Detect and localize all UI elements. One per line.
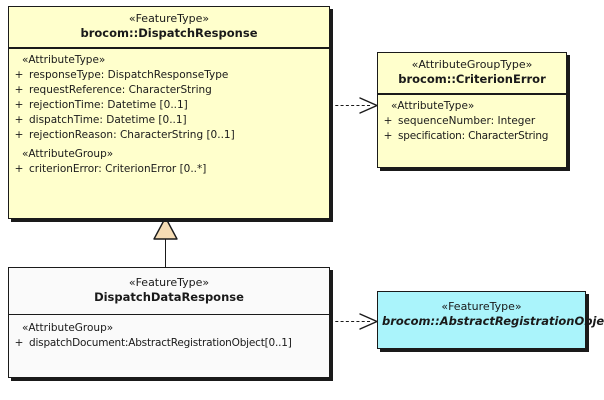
attribute-row-rejectionReason[interactable]: + rejectionReason: CharacterString [0..1… [9,128,329,143]
attribute-label: criterionError: CriterionError [0..*] [29,163,207,175]
attribute-label: requestReference: CharacterString [29,84,212,96]
compartment-group-label: «AttributeGroup» [22,322,114,334]
attribute-label: rejectionReason: CharacterString [0..1] [29,129,235,141]
visibility-marker: + [14,84,24,96]
visibility-marker: + [14,114,24,126]
class-stereotype: «FeatureType» [128,276,210,289]
visibility-marker: + [14,337,24,349]
attribute-row-rejectionTime[interactable]: + rejectionTime: Datetime [0..1] [9,98,329,113]
class-stereotype: «AttributeGroupType» [411,58,533,71]
attribute-row-dispatchTime[interactable]: + dispatchTime: Datetime [0..1] [9,113,329,128]
class-name: DispatchDataResponse [94,290,244,304]
class-name: brocom::AbstractRegistrationObject [382,314,604,328]
visibility-marker: + [383,115,393,127]
attribute-label: rejectionTime: Datetime [0..1] [29,99,188,111]
attribute-row-responseType[interactable]: + responseType: DispatchResponseType [9,68,329,83]
attribute-label: sequenceNumber: Integer [398,115,536,127]
generalization-line-dispatchdataresponse [165,238,166,268]
attribute-row-sequenceNumber[interactable]: + sequenceNumber: Integer [378,114,566,129]
class-box-dispatch-data-response[interactable]: «FeatureType» DispatchDataResponse «Attr… [8,267,330,378]
attribute-label: specification: CharacterString [398,130,549,142]
visibility-marker: + [14,163,24,175]
class-box-criterion-error[interactable]: «AttributeGroupType» brocom::CriterionEr… [377,52,567,168]
class-body-dispatch-response: «AttributeType» + responseType: Dispatch… [9,49,329,182]
dependency-line-dispatchresponse-criterionerror [330,105,370,106]
class-name: brocom::CriterionError [398,72,546,86]
attribute-label: dispatchDocument:AbstractRegistrationObj… [29,337,292,349]
compartment-group-label: «AttributeType» [22,54,106,66]
class-name: brocom::DispatchResponse [80,26,258,40]
class-header-abstract-registration-object: «FeatureType» brocom::AbstractRegistrati… [378,292,604,329]
visibility-marker: + [14,129,24,141]
compartment-group-label: «AttributeGroup» [22,148,114,160]
class-stereotype: «FeatureType» [128,12,210,25]
attribute-label: responseType: DispatchResponseType [29,69,229,81]
class-stereotype: «FeatureType» [441,300,522,313]
visibility-marker: + [383,130,393,142]
class-header-criterion-error: «AttributeGroupType» brocom::CriterionEr… [378,53,566,95]
attribute-label: dispatchTime: Datetime [0..1] [29,114,187,126]
class-box-abstract-registration-object[interactable]: «FeatureType» brocom::AbstractRegistrati… [377,291,604,349]
class-box-dispatch-response[interactable]: «FeatureType» brocom::DispatchResponse «… [8,6,330,219]
attribute-row-specification[interactable]: + specification: CharacterString [378,129,566,144]
attribute-row-dispatchDocument[interactable]: + dispatchDocument:AbstractRegistrationO… [9,336,329,351]
class-body-criterion-error: «AttributeType» + sequenceNumber: Intege… [378,95,566,149]
generalization-triangle-dispatchresponse [153,216,178,240]
visibility-marker: + [14,69,24,81]
visibility-marker: + [14,99,24,111]
attribute-row-criterionError[interactable]: + criterionError: CriterionError [0..*] [9,162,329,177]
class-header-dispatch-response: «FeatureType» brocom::DispatchResponse [9,7,329,49]
class-header-dispatch-data-response: «FeatureType» DispatchDataResponse [9,268,329,315]
compartment-group-label: «AttributeType» [391,100,475,112]
class-body-dispatch-data-response: «AttributeGroup» + dispatchDocument:Abst… [9,315,329,356]
attribute-row-requestReference[interactable]: + requestReference: CharacterString [9,83,329,98]
dependency-line-dispatchdataresponse-abstractregistrationobject [330,321,370,322]
